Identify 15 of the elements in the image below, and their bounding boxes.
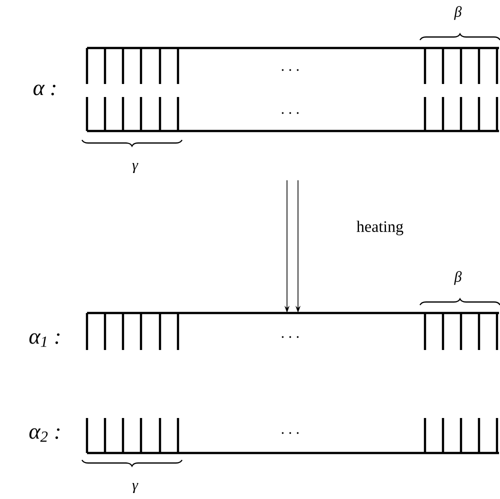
text-label: · · · (282, 69, 299, 71)
text-label: · · · (282, 112, 299, 114)
strand-drawing (86, 312, 500, 352)
strand-label: α$_{2}$ : (29, 428, 60, 442)
text-label: · · · (282, 432, 299, 434)
strand-label: α : (33, 84, 56, 96)
text-label: γ (132, 162, 138, 174)
text-label: β (454, 271, 462, 285)
strand-label: α$_{1}$ : (29, 333, 60, 347)
text-label: β (454, 6, 462, 20)
strand-drawing (86, 416, 500, 454)
text-label: γ (132, 482, 138, 494)
text-label: · · · (282, 336, 299, 338)
strand-drawing (86, 46, 500, 132)
edge-label: heating (356, 220, 404, 236)
